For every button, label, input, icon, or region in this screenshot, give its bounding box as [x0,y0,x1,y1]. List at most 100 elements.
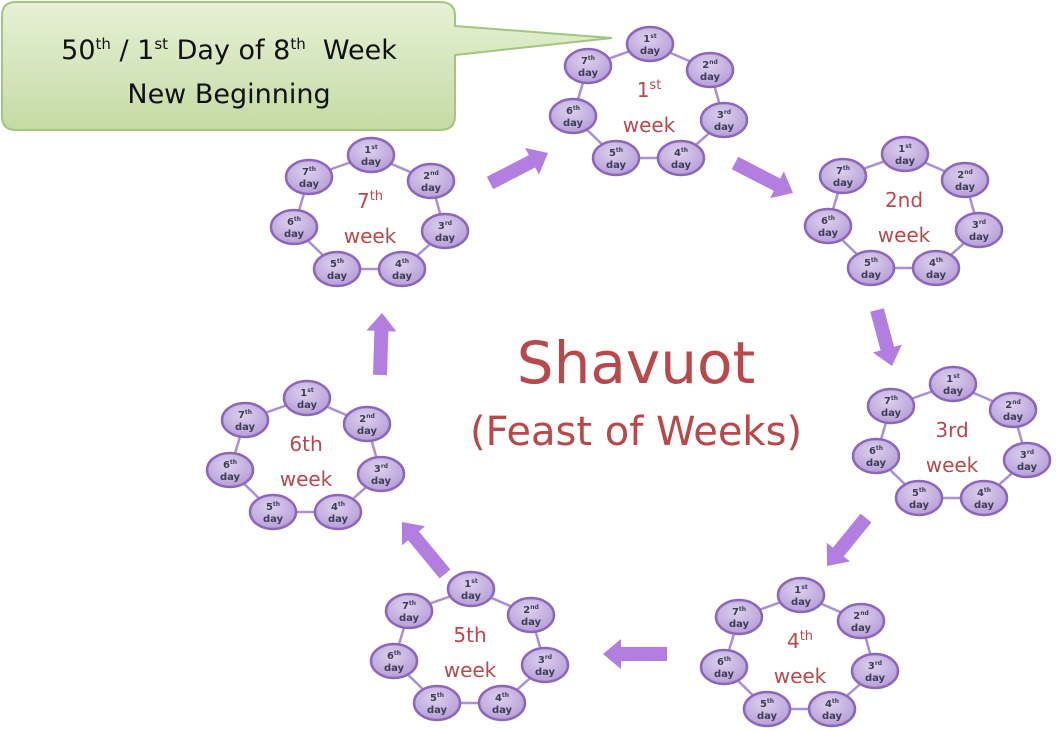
day-circle-shape [446,570,496,608]
center-title: Shavuot (Feast of Weeks) [440,322,832,460]
day-num: 2 [423,171,430,182]
day-num: 2 [957,170,964,181]
day-number: 5th [609,147,623,159]
day-number: 6th [223,459,237,471]
day-num: 6 [821,216,828,227]
day-circle-shape [940,161,990,199]
day-number: 2nd [702,59,718,71]
day-number: 4th [825,698,839,710]
day-word: day [357,426,378,437]
day-sup: rd [445,220,452,227]
day-number: 2nd [957,169,973,181]
week-number: 7th [357,189,383,213]
day-num: 3 [972,220,979,231]
week-num: 3rd [935,418,968,442]
day-sup: th [871,257,878,264]
day-sup: th [984,487,991,494]
day-num: 4 [495,693,502,704]
week-cluster: 1stday2ndday3rdday4thday5thday6thday7thd… [205,379,406,531]
day-circle-shape [406,162,456,200]
day-number: 4th [331,501,345,513]
day-word: day [640,46,661,57]
week-sup: th [370,189,383,204]
day-num: 1 [643,34,650,45]
day-word: day [866,458,887,469]
callout-line2: New Beginning [127,79,331,110]
day-sup: th [394,650,401,657]
day-circle-shape [656,139,706,177]
flow-arrow [401,522,451,579]
day-number: 1st [946,373,960,385]
day-number: 3rd [972,219,986,231]
day-word: day [714,122,735,133]
day-number: 5th [864,257,878,269]
day-num: 1 [898,144,905,155]
day-sup: th [588,55,595,62]
day-word: day [299,179,320,190]
day-sup: nd [709,59,718,66]
day-circle-shape [563,47,613,85]
day-number: 1st [300,387,314,399]
week-num: 2nd [885,188,923,212]
flow-arrow [603,639,667,669]
week-word: week [344,224,397,248]
day-sup: th [437,692,444,699]
day-word: day [861,270,882,281]
day-sup: nd [1012,399,1021,406]
day-sup: st [801,584,808,591]
week-word: week [878,223,931,247]
day-num: 3 [868,661,875,672]
day-num: 2 [853,611,860,622]
day-sup: th [573,105,580,112]
day-circle-shape [412,684,462,722]
day-num: 2 [523,605,530,616]
day-word: day [700,72,721,83]
day-word: day [427,705,448,716]
day-circle-shape [377,250,427,288]
week-word: week [926,453,979,477]
day-word: day [421,183,442,194]
day-sup: st [307,387,314,394]
day-number: 3rd [374,463,388,475]
day-num: 7 [732,607,739,618]
day-word: day [833,178,854,189]
day-num: 4 [825,699,832,710]
day-number: 5th [760,698,774,710]
day-num: 3 [374,464,381,475]
day-num: 5 [912,488,919,499]
day-number: 6th [717,656,731,668]
diagram-subtitle: (Feast of Weeks) [469,409,803,455]
day-sup: th [739,606,746,613]
day-circle-shape [312,250,362,288]
day-circle-shape [866,387,916,425]
week-number: 1st [637,78,662,102]
day-sup: st [953,373,960,380]
day-word: day [714,669,735,680]
day-word: day [943,386,964,397]
day-num: 6 [287,217,294,228]
day-word: day [371,476,392,487]
day-word: day [955,182,976,193]
callout-part: Week [305,35,397,66]
callout-line1: 50th / 1st Day of 8th Week [0,22,458,73]
day-word: day [791,597,812,608]
week-sup: th [800,629,813,644]
day-number: 6th [821,215,835,227]
day-sup: rd [545,654,552,661]
week-num: 7 [357,189,370,213]
day-word: day [1017,462,1038,473]
day-sup: st [905,143,912,150]
day-sup: th [294,216,301,223]
